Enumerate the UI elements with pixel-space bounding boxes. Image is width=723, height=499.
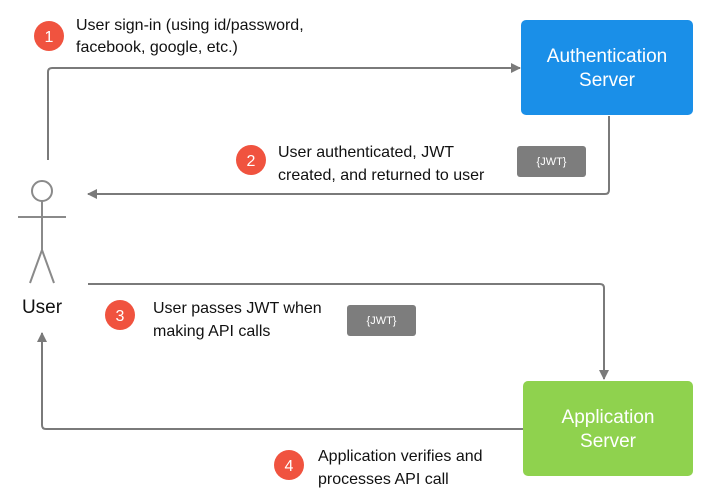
step-3: 3 User passes JWT when making API calls … [105,300,416,340]
step-badge [105,300,135,330]
authentication-server: Authentication Server [521,20,693,115]
app-server-title-line2: Server [580,431,637,452]
auth-server-box [521,20,693,115]
step-description-line2: facebook, google, etc.) [76,39,238,56]
arrow-step4-to-user [37,332,523,430]
arrow-step2-to-user [87,116,610,199]
user-label: User [22,297,63,318]
step-badge [34,21,64,51]
step-number: 1 [45,29,54,46]
jwt-token-badge: {JWT} [347,305,416,336]
step-badge [236,145,266,175]
step-description-line2: processes API call [318,471,449,488]
user-actor: User [18,180,66,318]
stick-figure-icon [18,180,66,284]
auth-server-title-line2: Server [579,70,636,91]
auth-server-title-line1: Authentication [547,46,667,67]
step-number: 3 [116,308,125,325]
step-description-line2: created, and returned to user [278,167,485,184]
step-description-line1: Application verifies and [318,448,483,465]
application-server: Application Server [523,381,693,476]
step-description-line1: User authenticated, JWT [278,144,454,161]
step-number: 4 [285,458,294,475]
jwt-token-label: {JWT} [537,156,567,168]
arrow-step1-to-auth-server [47,63,521,160]
app-server-title-line1: Application [562,407,655,428]
step-4: 4 Application verifies and processes API… [274,448,483,488]
step-description-line1: User sign-in (using id/password, [76,17,304,34]
step-badge [274,450,304,480]
step-description-line2: making API calls [153,323,270,340]
step-description-line1: User passes JWT when [153,300,322,317]
step-2: 2 User authenticated, JWT created, and r… [236,144,586,184]
arrow-step3-to-app-server [88,283,609,380]
step-1: 1 User sign-in (using id/password, faceb… [34,17,304,56]
app-server-box [523,381,693,476]
step-number: 2 [247,153,256,170]
jwt-token-label: {JWT} [367,315,397,327]
jwt-token-badge: {JWT} [517,146,586,177]
